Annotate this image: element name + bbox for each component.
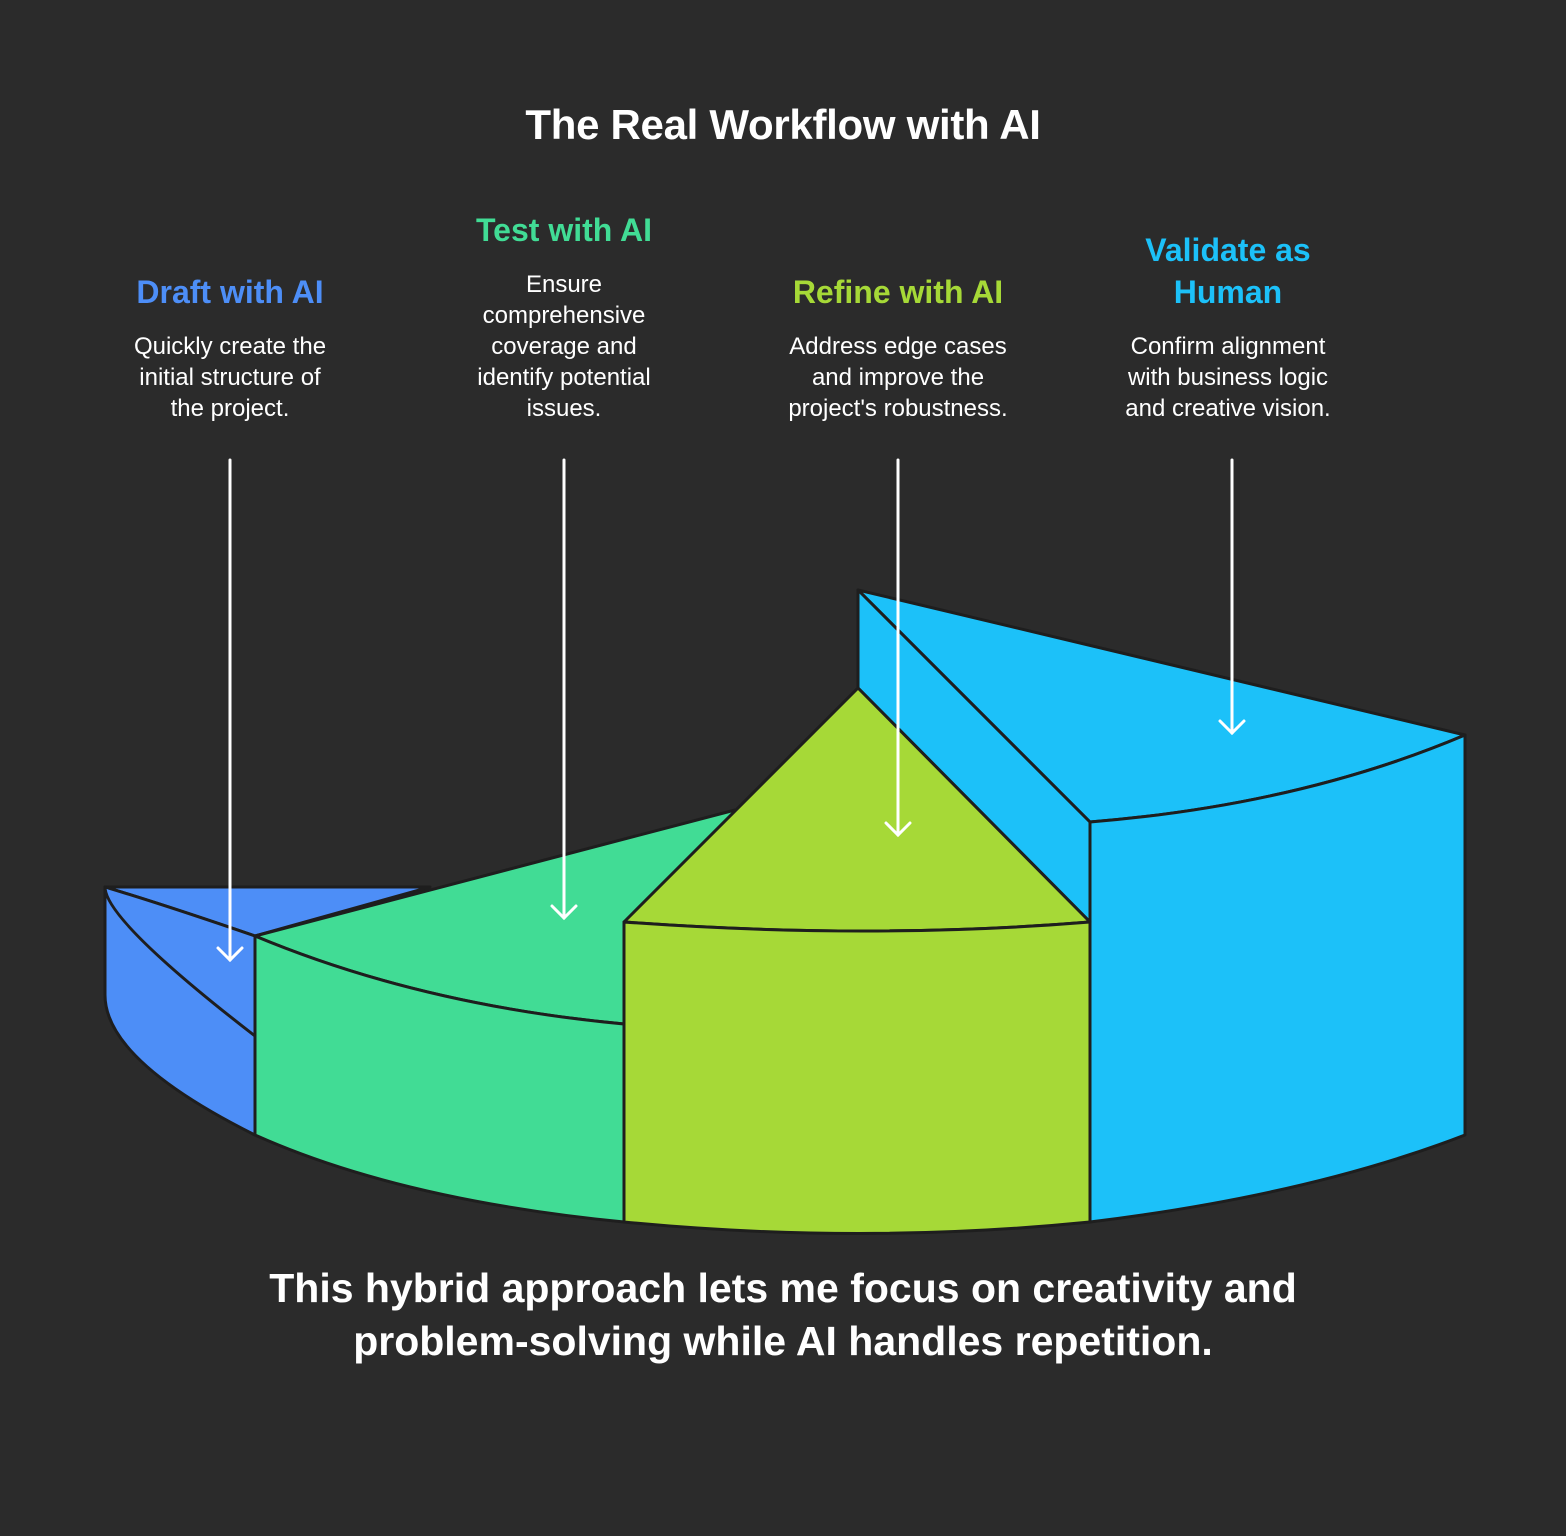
step-test: Test with AI Ensure comprehensive covera… — [424, 209, 704, 424]
step-refine: Refine with AI Address edge cases and im… — [758, 271, 1038, 424]
step-draft-title: Draft with AI — [136, 274, 324, 310]
validate-segment-front — [1088, 733, 1467, 1224]
step-refine-title: Refine with AI — [792, 274, 1004, 310]
step-validate-description: Confirm alignment with business logic an… — [1125, 333, 1331, 422]
refine-segment-front — [622, 920, 1092, 1235]
test-arrow — [550, 458, 578, 921]
step-validate: Validate as Human Confirm alignment with… — [1088, 229, 1368, 424]
step-test-title: Test with AI — [476, 212, 652, 248]
validate-arrow — [1218, 458, 1246, 736]
step-draft-description: Quickly create the initial structure of … — [133, 333, 327, 422]
step-test-description: Ensure comprehensive coverage and identi… — [477, 271, 651, 422]
refine-arrow — [884, 458, 912, 838]
page-title: The Real Workflow with AI — [525, 101, 1041, 148]
step-draft: Draft with AI Quickly create the initial… — [90, 271, 370, 424]
step-refine-description: Address edge cases and improve the proje… — [788, 333, 1008, 422]
draft-arrow — [216, 458, 244, 963]
summary-footer: This hybrid approach lets me focus on cr… — [269, 1265, 1297, 1364]
step-validate-title: Validate as Human — [1145, 232, 1311, 310]
